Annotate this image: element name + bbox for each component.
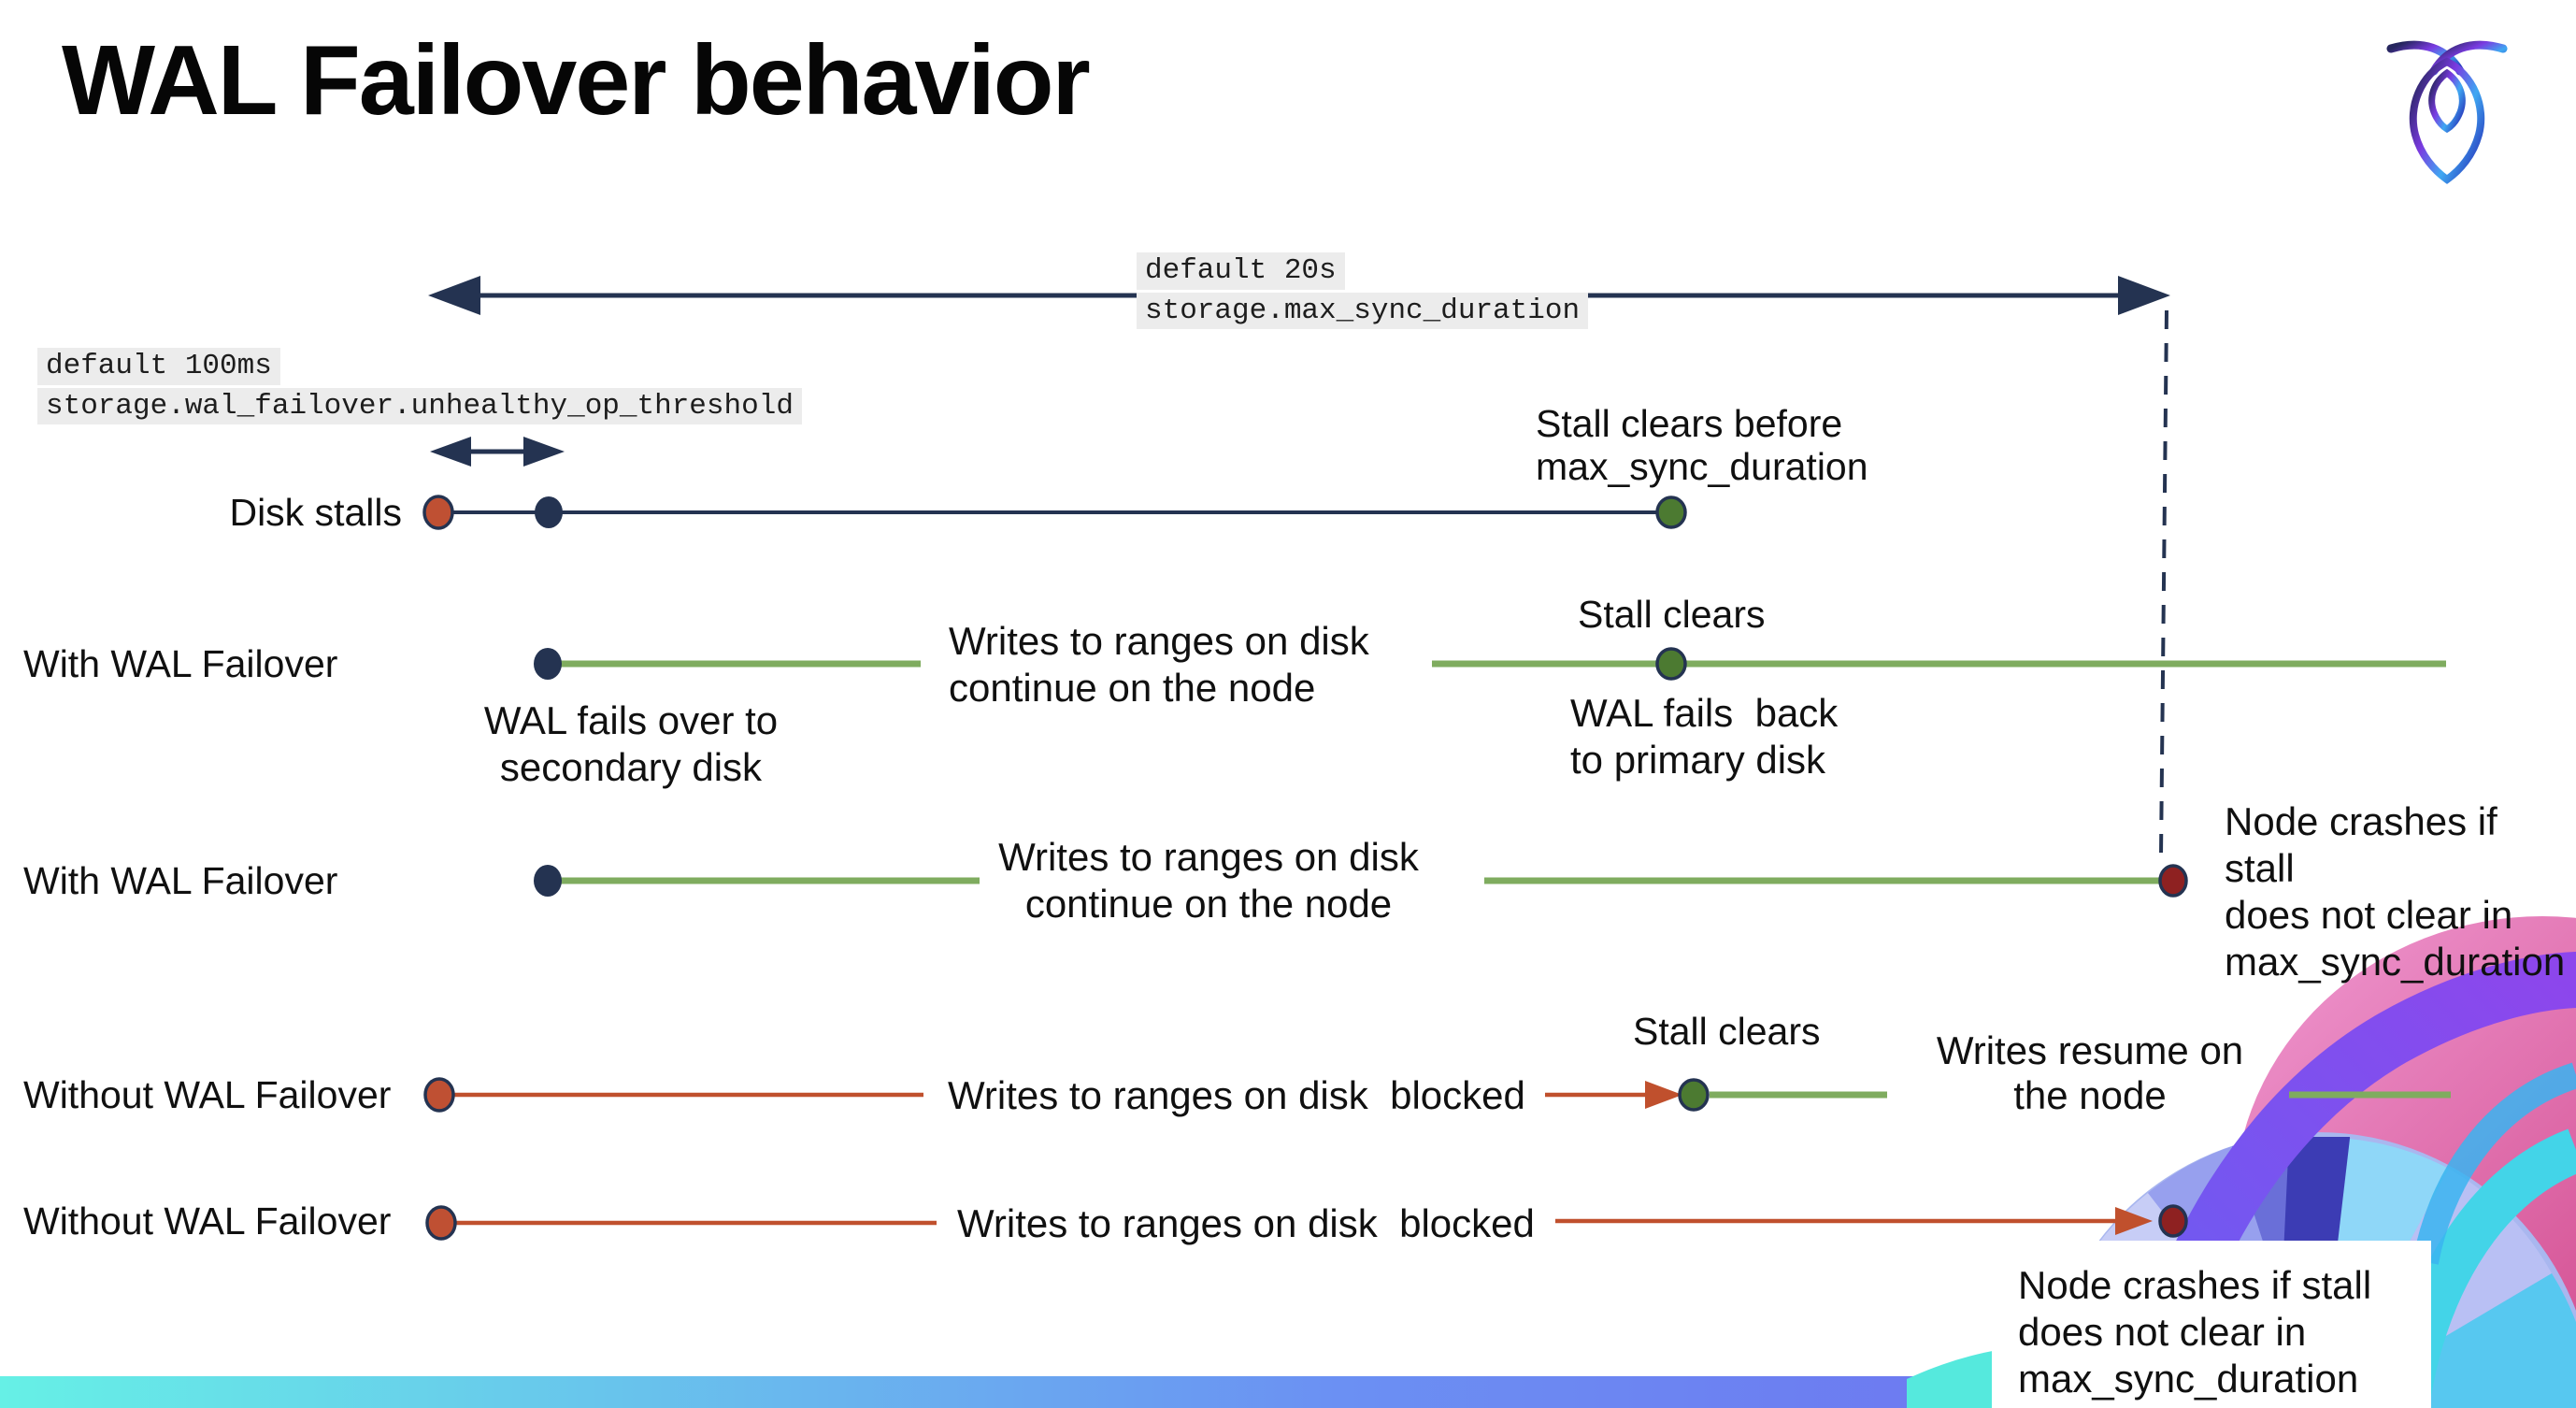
- unhealthy-op-threshold-arrow: [430, 437, 565, 467]
- row-label-disk-stalls: Disk stalls: [229, 491, 402, 534]
- disk-stalls-timeline: [422, 495, 1687, 530]
- note-stall-clears-before: Stall clears before max_sync_duration: [1536, 402, 1868, 488]
- failover-dot: [534, 865, 562, 897]
- stall-start-dot: [423, 1077, 455, 1113]
- failover-dot: [534, 648, 562, 680]
- deco-cyan-band: [2384, 1128, 2576, 1408]
- stall-clears-dot: [1655, 647, 1687, 681]
- stall-start-dot: [425, 1205, 457, 1241]
- arrowhead-right-icon: [2118, 276, 2170, 315]
- arrowhead-right-icon: [2115, 1207, 2153, 1235]
- max-sync-deadline-dashed-line: [2159, 309, 2168, 857]
- row-label-with-wal-2: With WAL Failover: [23, 859, 338, 902]
- arrowhead-right-icon: [523, 437, 565, 467]
- unhealthy-op-threshold-label: default 100ms storage.wal_failover.unhea…: [37, 348, 802, 425]
- deco-blue-arc: [2412, 1062, 2576, 1265]
- note-writes-continue-2: Writes to ranges on disk continue on the…: [998, 835, 1419, 926]
- stall-clears-dot: [1655, 496, 1687, 529]
- setting-name: storage.wal_failover.unhealthy_op_thresh…: [37, 387, 802, 425]
- note-writes-blocked-1: Writes to ranges on disk blocked: [948, 1073, 1525, 1117]
- setting-name: storage.max_sync_duration: [1137, 292, 1589, 330]
- note-writes-blocked-2: Writes to ranges on disk blocked: [957, 1201, 1535, 1245]
- note-node-crashes-2: Node crashes if stall does not clear in …: [2018, 1263, 2372, 1401]
- stall-clears-dot: [1678, 1078, 1710, 1112]
- note-wal-fails-back: WAL fails back to primary disk: [1570, 691, 1839, 782]
- note-stall-clears-2: Stall clears: [1633, 1010, 1821, 1053]
- note-stall-clears-1: Stall clears: [1578, 593, 1766, 636]
- node-crash-dot: [2158, 864, 2188, 898]
- with-wal-failover-timeline-1: [534, 647, 2446, 681]
- node-crash-dot: [2158, 1204, 2188, 1238]
- arrowhead-left-icon: [430, 437, 471, 467]
- max-sync-duration-label: default 20s storage.max_sync_duration: [1137, 252, 1589, 330]
- stall-start-dot: [422, 495, 454, 530]
- row-label-without-wal-1: Without WAL Failover: [23, 1073, 392, 1116]
- note-writes-continue-1: Writes to ranges on disk continue on the…: [949, 619, 1369, 710]
- arrowhead-right-icon: [1645, 1081, 1682, 1109]
- note-writes-resume: Writes resume on the node: [1936, 1028, 2244, 1117]
- note-node-crashes-1: Node crashes if stall does not clear in …: [2225, 799, 2566, 984]
- row-label-with-wal-1: With WAL Failover: [23, 642, 338, 685]
- arrowhead-left-icon: [428, 276, 480, 315]
- failover-threshold-dot: [535, 496, 563, 528]
- node-crash-callout: Node crashes if stall does not clear in …: [1992, 1241, 2431, 1408]
- setting-default-value: default 20s: [1137, 252, 1345, 290]
- row-label-without-wal-2: Without WAL Failover: [23, 1200, 392, 1243]
- setting-default-value: default 100ms: [37, 348, 280, 385]
- note-wal-fails-over: WAL fails over to secondary disk: [483, 698, 779, 789]
- cockroachdb-logo-icon: [2386, 40, 2508, 184]
- page-title: WAL Failover behavior: [62, 25, 1091, 136]
